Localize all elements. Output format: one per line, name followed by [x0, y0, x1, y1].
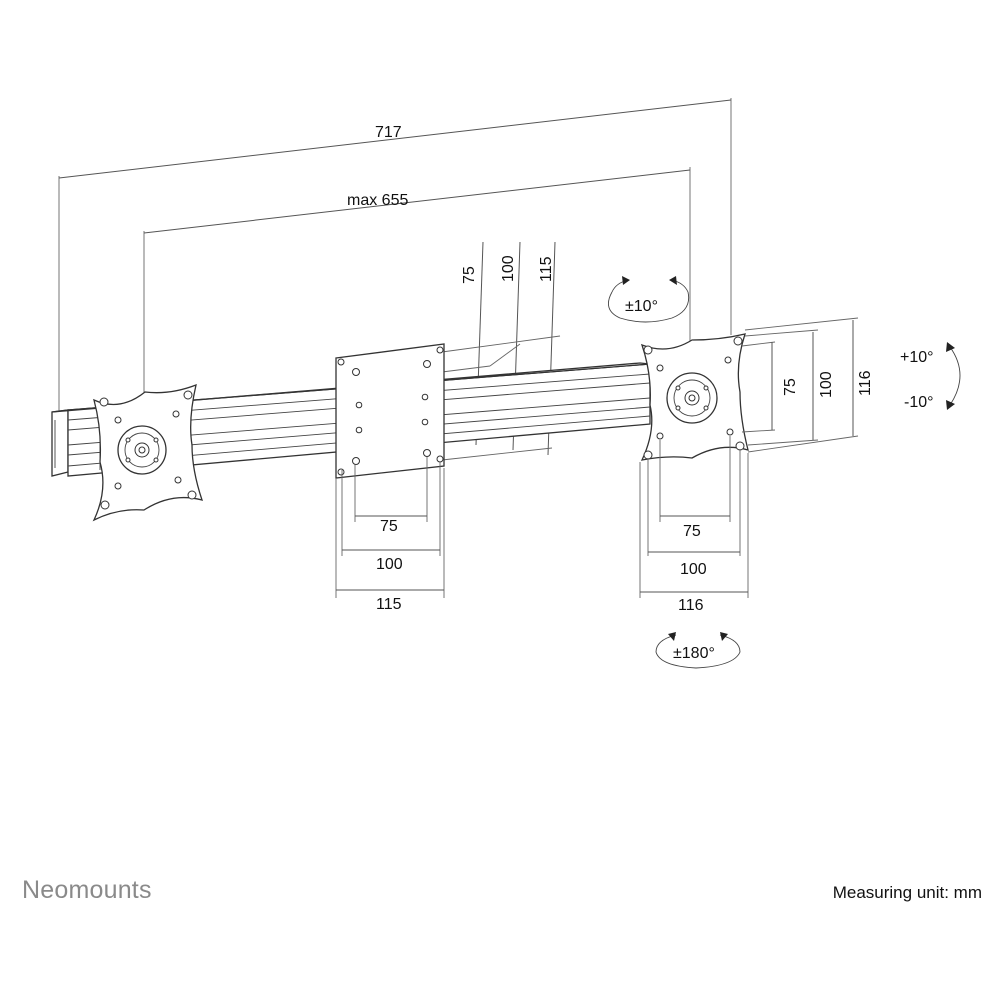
right-head-horizontal-dimensions: 75 100 116	[639, 436, 749, 614]
right-dim-75-horizontal-label: 75	[683, 523, 701, 540]
dim-115-horizontal-label: 115	[376, 596, 402, 613]
dim-717-label: 717	[375, 124, 402, 141]
tilt-indicator: +10° -10°	[900, 342, 961, 411]
dim-75-vertical-label: 75	[461, 266, 478, 284]
swivel-label: ±10°	[625, 298, 658, 315]
center-vesa-plate	[335, 343, 445, 479]
left-vesa-head	[92, 383, 203, 522]
measuring-unit-label: Measuring unit: mm	[832, 883, 982, 902]
right-vesa-head	[640, 333, 749, 461]
dim-115-vertical-label: 115	[538, 256, 555, 282]
dim-100-horizontal-label: 100	[376, 556, 403, 573]
right-dim-116-horizontal-label: 116	[678, 597, 704, 614]
right-head-vertical-dimensions: 75 100 116	[741, 317, 874, 453]
right-dim-116-vertical-label: 116	[857, 370, 874, 396]
rotation-label: ±180°	[673, 645, 715, 662]
plate-horizontal-dimensions: 75 100 115	[335, 457, 445, 613]
right-dim-100-horizontal-label: 100	[680, 561, 707, 578]
tilt-up-label: +10°	[900, 349, 934, 366]
dim-max655-label: max 655	[347, 192, 408, 209]
rotation-indicator: ±180°	[655, 632, 741, 669]
right-dim-75-vertical-label: 75	[782, 378, 799, 396]
dim-100-vertical-label: 100	[500, 255, 517, 282]
tilt-down-label: -10°	[904, 394, 934, 411]
swivel-indicator: ±10°	[607, 276, 690, 323]
dim-75-horizontal-label: 75	[380, 518, 398, 535]
right-dim-100-vertical-label: 100	[818, 371, 835, 398]
brand-logo: Neomounts	[22, 876, 152, 904]
overall-width-dimension: 717	[58, 98, 732, 412]
